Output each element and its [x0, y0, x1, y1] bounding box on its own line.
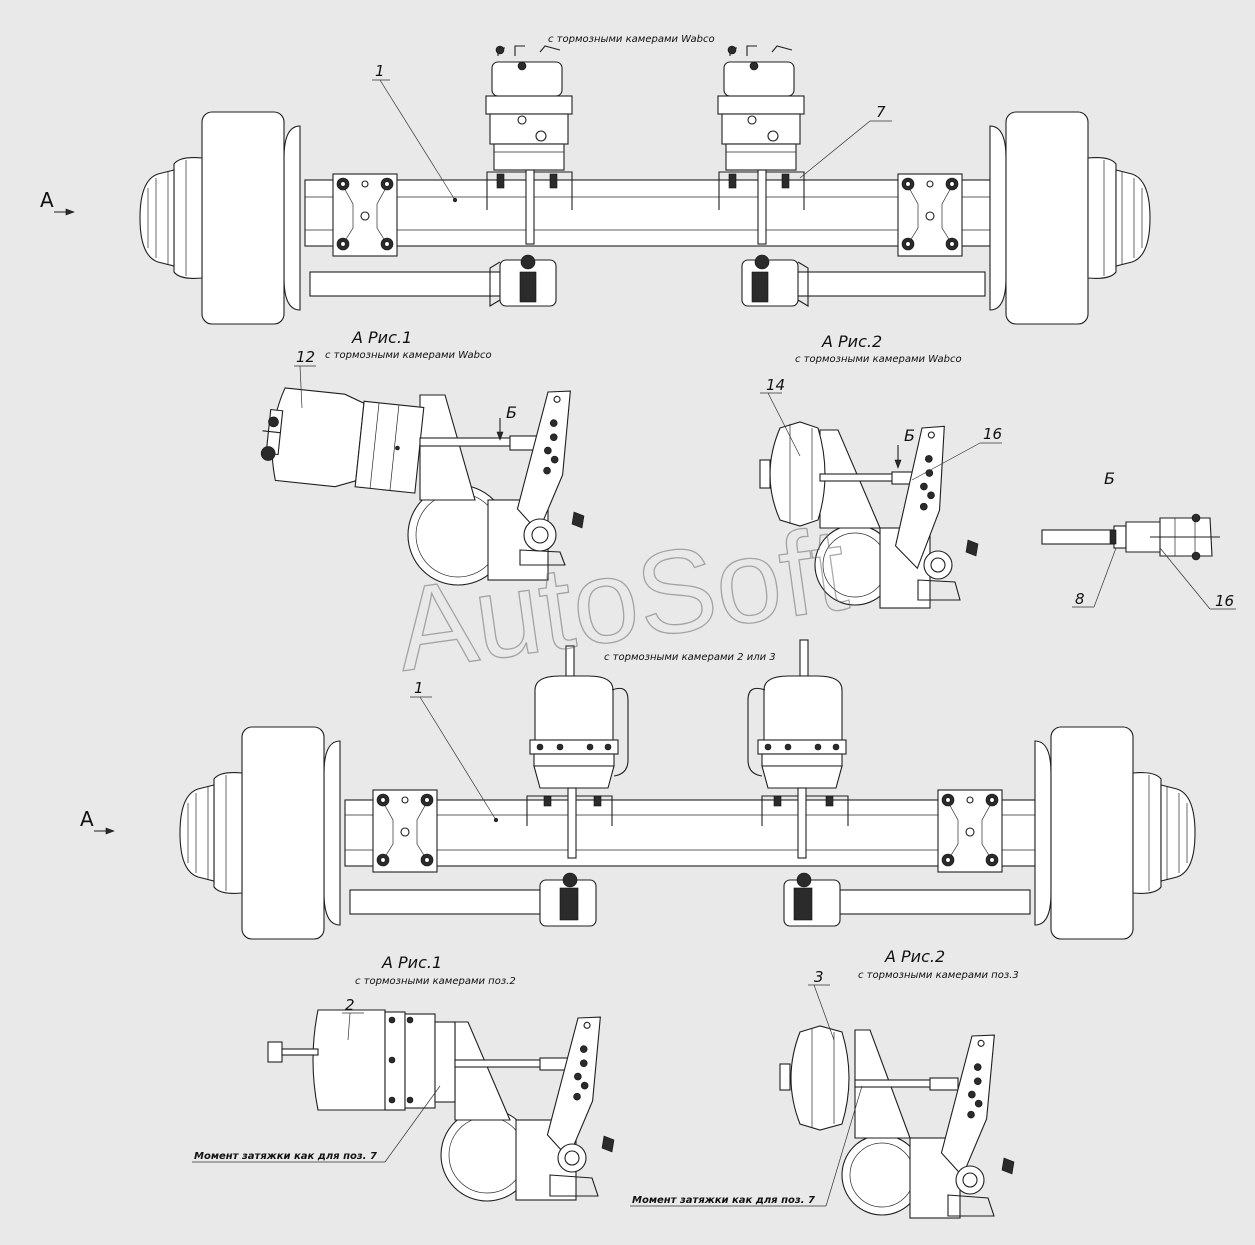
callout-1-bottom: 1	[414, 679, 424, 697]
std-fig2-title: А Рис.2	[884, 947, 945, 966]
wabco-fig2-caption: с тормозными камерами Wabco	[795, 354, 962, 365]
top-view-label: А	[40, 188, 54, 212]
bottom-assembly-caption: с тормозными камерами 2 или 3	[604, 652, 776, 663]
callout-16-detail: 16	[1215, 592, 1234, 610]
top-assembly-caption: с тормозными камерами Wabco	[548, 34, 715, 45]
top-left-brake-chamber	[485, 45, 573, 245]
callout-8: 8	[1075, 590, 1085, 608]
wabco-fig1-title: А Рис.1	[351, 328, 412, 347]
bottom-view-label: А	[80, 807, 94, 831]
callout-1-top: 1	[375, 62, 385, 80]
bottom-axle-assembly: с тормозными камерами 2 или 3	[80, 639, 1196, 940]
wabco-fig1-caption: с тормозными камерами Wabco	[325, 350, 492, 361]
std-fig2-caption: с тормозными камерами поз.3	[858, 970, 1019, 981]
std-fig1-note: Момент затяжки как для поз. 7	[194, 1151, 377, 1162]
std-fig1-caption: с тормозными камерами поз.2	[355, 976, 516, 987]
callout-2: 2	[345, 996, 355, 1014]
top-right-brake-chamber	[717, 45, 805, 245]
wabco-figure-1: А Рис.1 с тормозными камерами Wabco	[260, 328, 585, 586]
callout-12: 12	[296, 348, 315, 366]
callout-7: 7	[876, 103, 886, 121]
bottom-right-brake-chamber	[747, 639, 849, 859]
standard-figure-2: А Рис.2 с тормозными камерами поз.3 3 Мо…	[630, 947, 1019, 1219]
wabco-fig2-section-mark: Б	[904, 426, 915, 445]
std-fig2-note: Момент затяжки как для поз. 7	[632, 1195, 815, 1206]
detail-b-title: Б	[1104, 469, 1115, 488]
callout-16-fig2: 16	[983, 425, 1002, 443]
wabco-figure-2: А Рис.2 с тормозными камерами Wabco Б 14…	[759, 332, 1002, 609]
bottom-left-brake-chamber	[526, 645, 629, 859]
wabco-fig1-section-mark: Б	[506, 403, 517, 422]
top-axle-assembly: с тормозными камерами Wabco	[40, 34, 1151, 325]
detail-b: Б 8 16	[1041, 469, 1236, 610]
wabco-fig2-title: А Рис.2	[821, 332, 882, 351]
std-fig1-title: А Рис.1	[381, 953, 442, 972]
callout-3: 3	[814, 968, 824, 986]
callout-14: 14	[766, 376, 785, 394]
standard-figure-1: А Рис.1 с тормозными камерами поз.2 2 Мо…	[192, 953, 615, 1202]
